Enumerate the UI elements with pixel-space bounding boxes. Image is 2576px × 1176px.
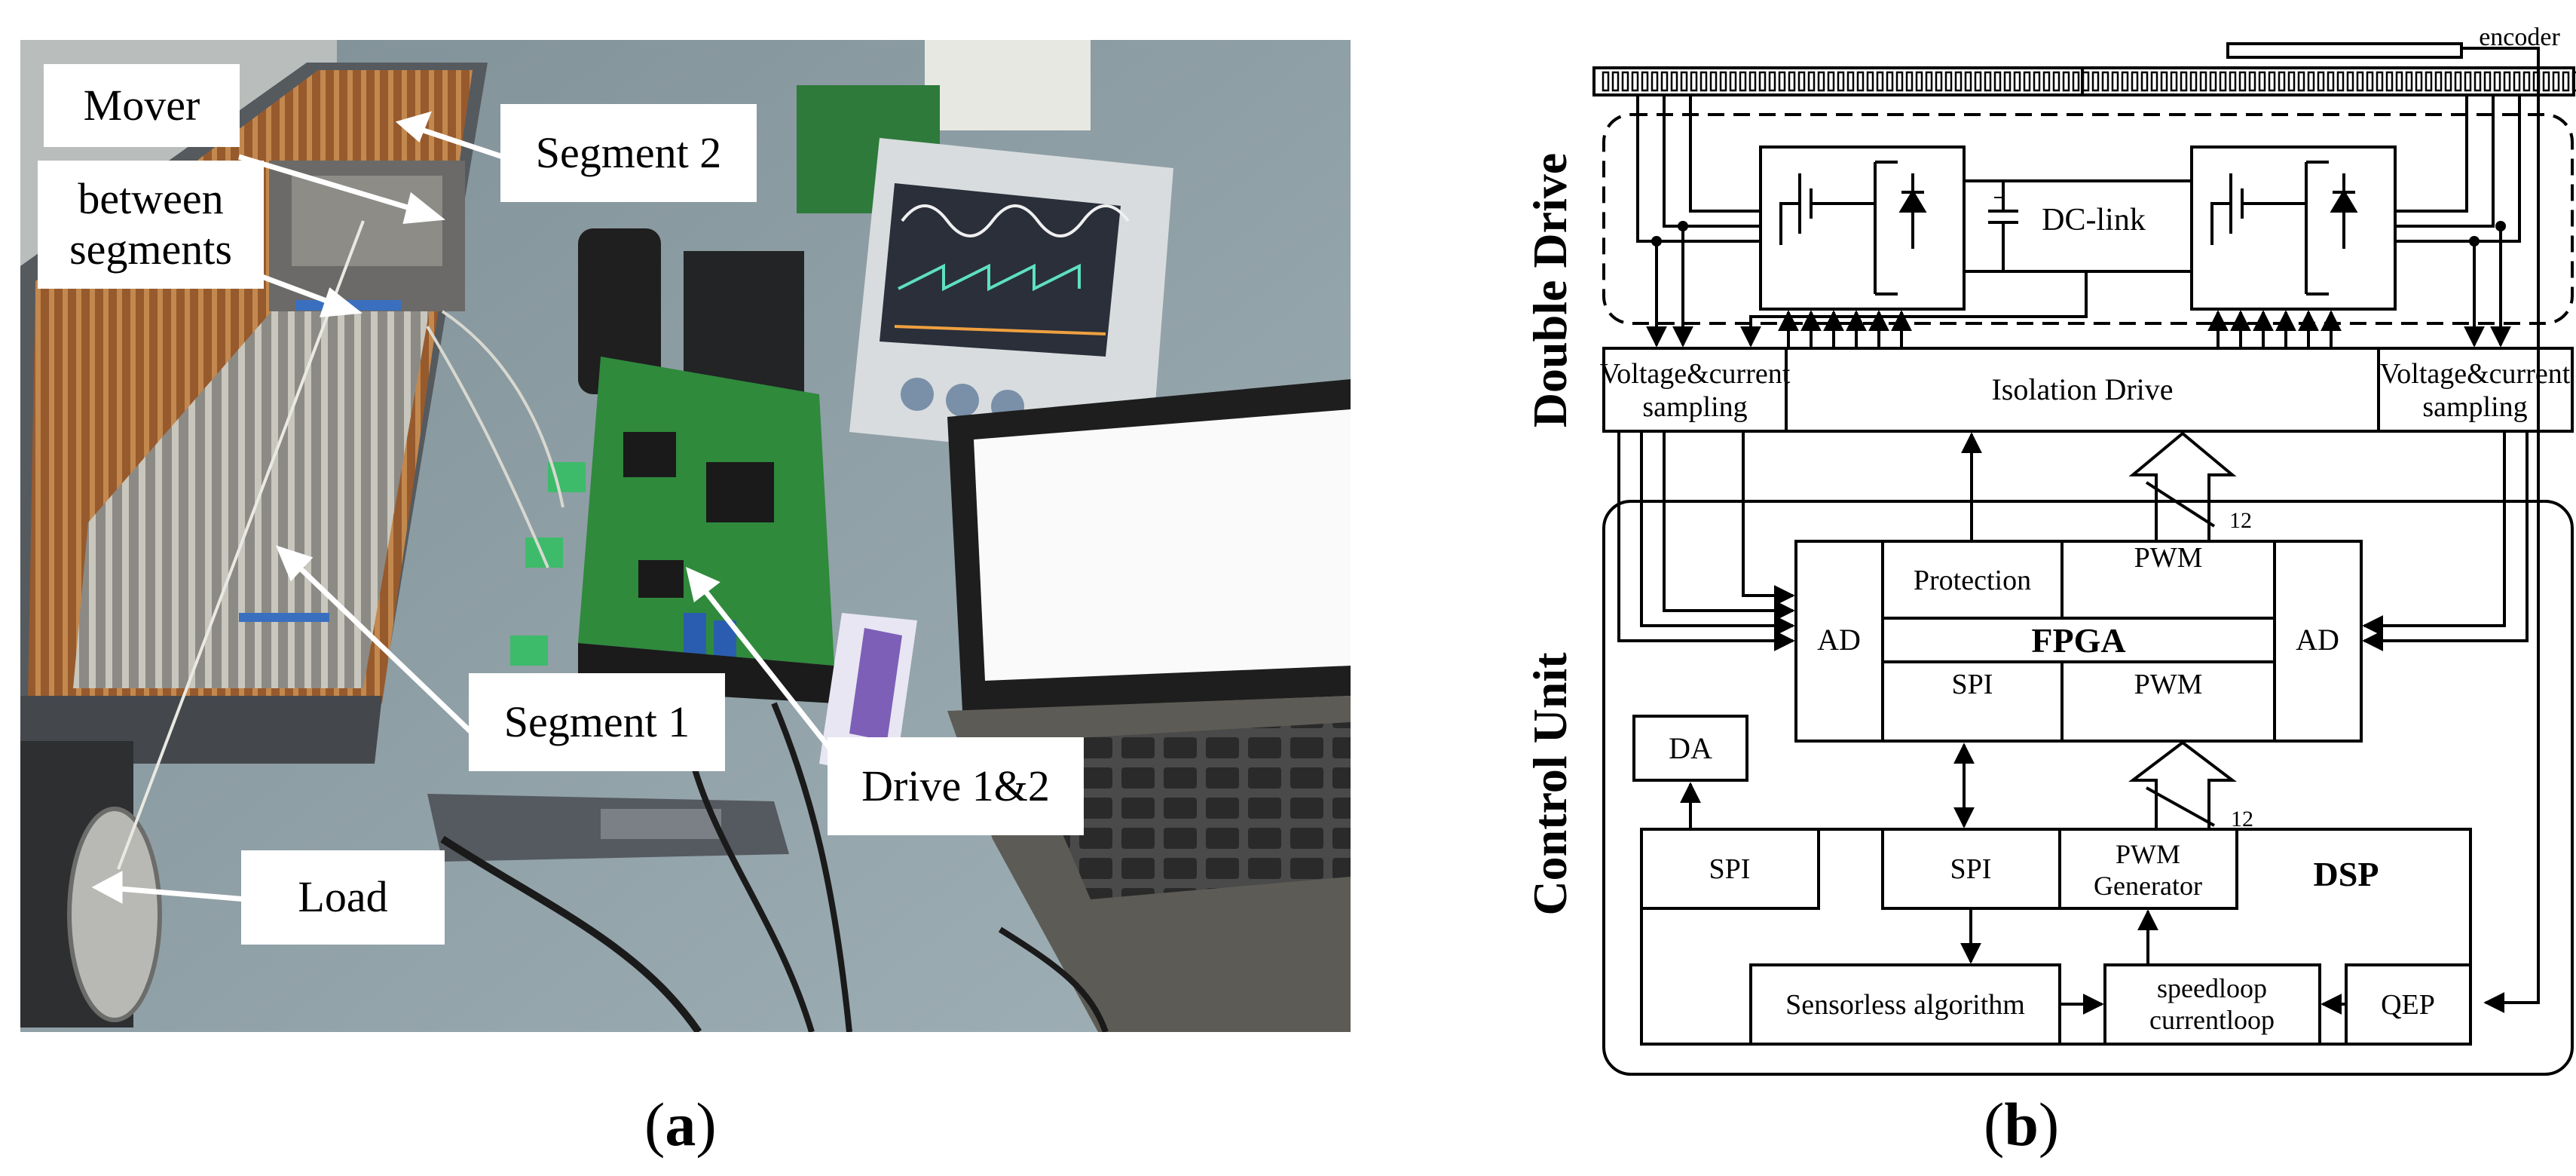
callout-load: Load (241, 850, 445, 945)
vc-sampling-right-line2: sampling (2422, 391, 2527, 423)
dc-link-label: DC-link (2042, 203, 2146, 237)
encoder-label: encoder (2479, 23, 2560, 51)
panel-b-label: (b) (1984, 1090, 2060, 1159)
fpga-pwm-top: PWM (2134, 542, 2203, 574)
callout-drive: Drive 1&2 (828, 737, 1084, 835)
dsp-pwm-gen-line1: PWM (2116, 839, 2180, 869)
dsp-spi-left (1640, 828, 1820, 910)
dsp-pwm-generator (2058, 828, 2238, 910)
callout-segment-2: Segment 2 (500, 104, 757, 202)
pwm-bus-arrow-bottom (2128, 740, 2237, 831)
switch-symbol-2 (2210, 161, 2358, 296)
sampling-isolation-row (1602, 347, 2574, 433)
inverter-2 (2190, 145, 2397, 311)
fpga-block (1794, 540, 2363, 743)
dsp-title: DSP (2314, 855, 2379, 893)
fpga-spi: SPI (1952, 669, 1993, 700)
callout-mover: Mover (44, 64, 240, 147)
switch-symbol-1 (1779, 161, 1927, 296)
inverter-1 (1759, 145, 1966, 311)
dsp-pwm-gen-line2: Generator (2094, 871, 2202, 901)
callout-segment-1: Segment 1 (469, 673, 725, 771)
bus-width-top: 12 (2229, 508, 2252, 533)
label-double-drive: Double Drive (1523, 153, 1577, 427)
vc-sampling-right-line1: Voltage&current (2380, 358, 2571, 390)
pwm-bus-arrow-top (2128, 431, 2237, 543)
block-diagram: Double Drive Control Unit encoder (1523, 23, 2576, 1076)
da-block (1632, 715, 1748, 782)
dsp-qep-label: QEP (2381, 989, 2435, 1021)
dsp-speedloop (2103, 963, 2321, 1046)
vc-sampling-left-line2: sampling (1642, 391, 1747, 423)
label-control-unit: Control Unit (1523, 652, 1577, 916)
fpga-ad-right: AD (2296, 623, 2339, 657)
dsp-speedloop-line1: speedloop (2157, 973, 2267, 1003)
da-label: DA (1669, 731, 1712, 765)
dsp-speedloop-line2: currentloop (2149, 1005, 2275, 1035)
vc-sampling-left-line1: Voltage&current (1600, 358, 1791, 390)
fpga-ad-left: AD (1817, 623, 1861, 657)
callout-between-segments: between segments (38, 161, 264, 289)
bus-width-bottom: 12 (2231, 807, 2253, 831)
gate-drive-arrows (1778, 310, 2342, 347)
dsp-spi-left-label: SPI (1709, 853, 1751, 885)
encoder-bar (2226, 42, 2463, 59)
coil-strip-segments (1602, 71, 2576, 92)
dsp-sensorless-label: Sensorless algorithm (1785, 989, 2025, 1021)
fpga-pwm-bottom: PWM (2134, 669, 2203, 700)
fpga-protection: Protection (1914, 565, 2031, 596)
panel-a-label: (a) (644, 1090, 717, 1159)
fpga-title: FPGA (2031, 621, 2125, 660)
control-unit-enclosure (1602, 500, 2574, 1076)
dsp-spi-mid-label: SPI (1950, 853, 1992, 885)
isolation-drive-label: Isolation Drive (1991, 372, 2173, 406)
double-drive-enclosure (1602, 113, 2574, 325)
